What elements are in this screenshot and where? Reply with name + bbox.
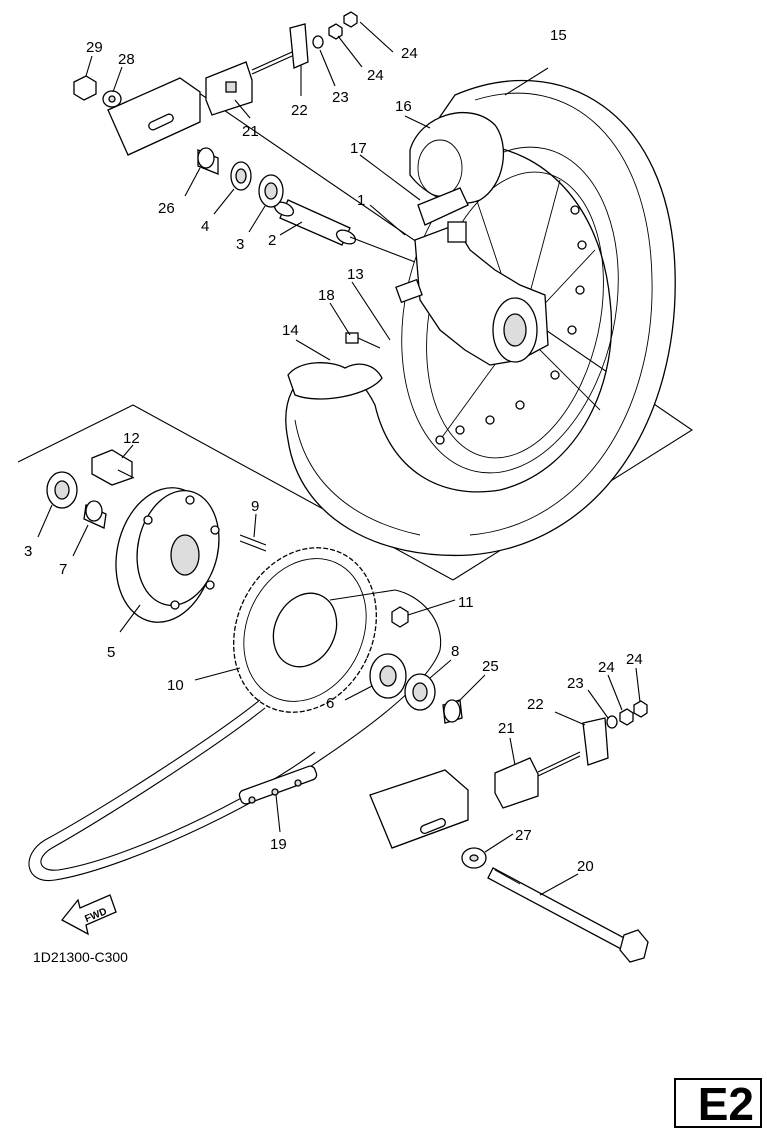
- part-label-24-lower-b: 24: [626, 651, 643, 668]
- part-label-24-upper-a: 24: [367, 67, 384, 84]
- part-label-6: 6: [326, 695, 334, 712]
- nut-24-upper-a: [328, 23, 343, 40]
- part-label-22-upper: 22: [291, 102, 308, 119]
- part-label-19: 19: [270, 836, 287, 853]
- part-label-24-upper-b: 24: [401, 45, 418, 62]
- part-label-27: 27: [515, 827, 532, 844]
- section-label-box: E2: [674, 1078, 762, 1128]
- part-label-28: 28: [118, 51, 135, 68]
- part-label-25: 25: [482, 658, 499, 675]
- part-label-3-lower: 3: [24, 543, 32, 560]
- collar-26: [197, 147, 219, 175]
- part-label-21-upper: 21: [242, 123, 259, 140]
- right-swingarm-block: [369, 769, 469, 849]
- part-label-26: 26: [158, 200, 175, 217]
- drawing-code: 1D21300-C300: [33, 949, 128, 965]
- stud-bolt-9: [239, 534, 267, 552]
- part-label-20: 20: [577, 858, 594, 875]
- collar-7: [83, 500, 107, 529]
- leader-lines: [37, 21, 641, 896]
- washer-28: [102, 90, 122, 108]
- washer-23-lower: [606, 715, 618, 729]
- part-label-12: 12: [123, 430, 140, 447]
- part-label-16: 16: [395, 98, 412, 115]
- bearing-3-lower: [46, 471, 78, 509]
- chain-adjuster-lower: [494, 751, 581, 809]
- chain-adjuster-upper: [205, 51, 293, 116]
- nut-11: [391, 606, 409, 628]
- adjuster-plate-upper: [289, 23, 309, 69]
- washer-27: [461, 847, 487, 869]
- nut-24-lower-b: [633, 700, 648, 718]
- part-label-4: 4: [201, 218, 209, 235]
- part-label-23-lower: 23: [567, 675, 584, 692]
- fwd-arrow-icon: FWD: [61, 894, 117, 936]
- adjuster-plate-lower: [582, 717, 609, 766]
- rim-band-left-part: [287, 362, 383, 400]
- part-label-17: 17: [350, 140, 367, 157]
- part-label-11: 11: [458, 594, 474, 611]
- part-label-14: 14: [282, 322, 299, 339]
- bearing-3-upper: [258, 174, 284, 208]
- part-label-3-upper: 3: [236, 236, 244, 253]
- sprocket-10: [233, 547, 377, 713]
- part-label-13: 13: [347, 266, 364, 283]
- washer-23-upper: [312, 35, 324, 49]
- nut-24-upper-b: [343, 11, 358, 28]
- part-label-29: 29: [86, 39, 103, 56]
- master-link-19: [238, 765, 318, 805]
- part-label-15: 15: [550, 27, 567, 44]
- sprocket-hub-5: [115, 487, 220, 623]
- part-label-2: 2: [268, 232, 276, 249]
- part-label-7: 7: [59, 561, 67, 578]
- part-label-23-upper: 23: [332, 89, 349, 106]
- part-label-5: 5: [107, 644, 115, 661]
- drive-chain-19-inner: [40, 707, 316, 871]
- oil-seal-4: [230, 161, 252, 191]
- left-swingarm-block: [107, 77, 201, 156]
- axle-spacer-part: [273, 199, 416, 263]
- oil-seal-8: [404, 673, 436, 711]
- nut-29: [73, 75, 97, 101]
- part-label-24-lower-a: 24: [598, 659, 615, 676]
- wheel-axle-20: [487, 867, 649, 963]
- drive-chain-19: [28, 589, 442, 882]
- part-label-21-lower: 21: [498, 720, 515, 737]
- wheel-hub: [395, 221, 549, 366]
- part-label-9: 9: [251, 498, 259, 515]
- collar-25: [442, 699, 463, 724]
- part-label-10: 10: [167, 677, 184, 694]
- section-label: E2: [697, 1078, 754, 1130]
- part-labels: 1 2 3 3 4 5 6 7 8 9 10 11 12 13 14 15 16…: [24, 27, 643, 875]
- part-label-22-lower: 22: [527, 696, 544, 713]
- part-label-1: 1: [357, 192, 365, 209]
- nut-24-lower-a: [619, 708, 634, 726]
- rim-band-part: [417, 187, 469, 226]
- part-label-8: 8: [451, 643, 459, 660]
- bearing-6: [369, 653, 407, 699]
- valve-part: [345, 332, 381, 349]
- damper-12: [91, 449, 135, 486]
- part-label-18: 18: [318, 287, 335, 304]
